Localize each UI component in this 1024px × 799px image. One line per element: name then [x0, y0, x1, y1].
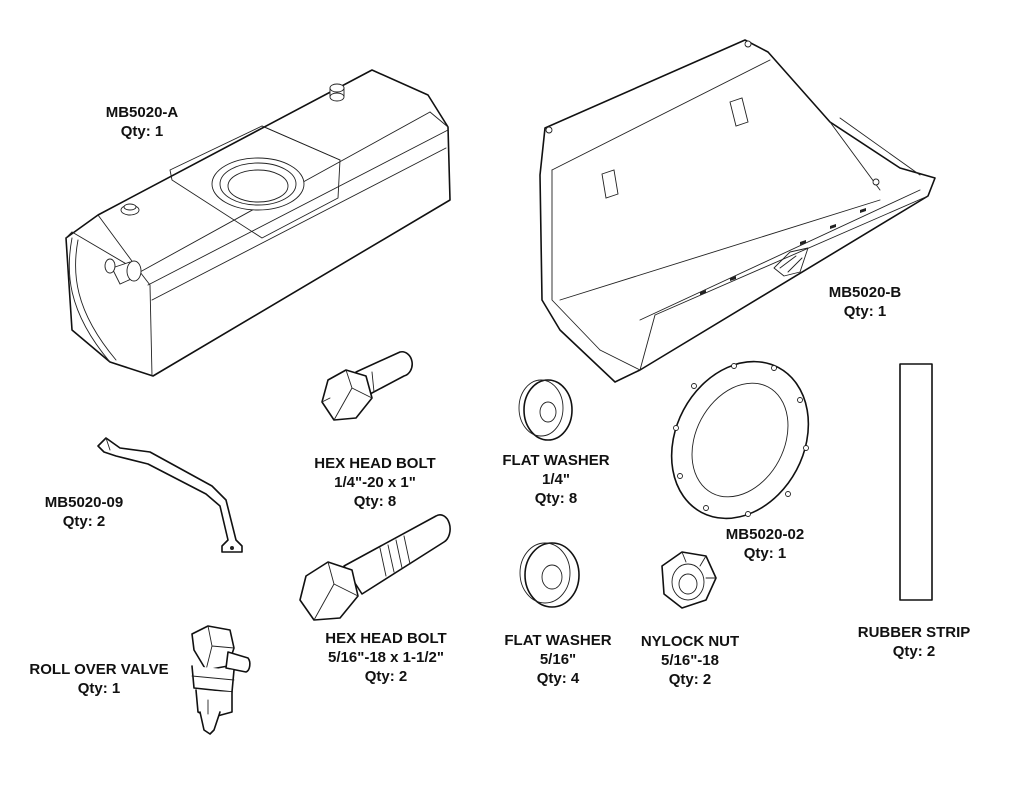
part-qty: Qty: 2 — [364, 668, 408, 685]
part-size: 5/16"-18 — [661, 652, 719, 669]
part-name: HEX HEAD BOLT — [325, 630, 447, 647]
part-name: FLAT WASHER — [504, 632, 612, 649]
part-name: HEX HEAD BOLT — [314, 455, 436, 472]
label-hex-bolt-1-4: HEX HEAD BOLT 1/4"-20 x 1" Qty: 8 — [295, 454, 455, 511]
skid-plate-icon — [539, 39, 936, 383]
part-number: MB5020-A — [105, 104, 179, 121]
gasket-ring-icon — [670, 360, 810, 520]
label-nylock-nut: NYLOCK NUT 5/16"-18 Qty: 2 — [628, 632, 752, 689]
roll-over-valve-icon — [191, 625, 251, 735]
bracket-icon — [97, 437, 243, 553]
label-rubber-strip: RUBBER STRIP Qty: 2 — [842, 623, 986, 661]
part-qty: Qty: 1 — [77, 680, 121, 697]
part-qty: Qty: 2 — [668, 671, 712, 688]
part-name: ROLL OVER VALVE — [29, 661, 169, 678]
label-hex-bolt-5-16: HEX HEAD BOLT 5/16"-18 x 1-1/2" Qty: 2 — [296, 629, 476, 686]
flat-washer-icon — [518, 379, 573, 441]
label-flat-washer-5-16: FLAT WASHER 5/16" Qty: 4 — [488, 631, 628, 688]
part-size: 5/16" — [539, 651, 577, 668]
flat-washer-icon — [519, 542, 580, 608]
nylock-nut-icon — [661, 551, 717, 609]
part-qty: Qty: 1 — [843, 303, 887, 320]
part-qty: Qty: 8 — [353, 493, 397, 510]
hex-bolt-icon — [299, 514, 451, 621]
part-qty: Qty: 8 — [534, 490, 578, 507]
part-qty: Qty: 1 — [743, 545, 787, 562]
part-size: 1/4" — [542, 471, 570, 488]
part-name: NYLOCK NUT — [640, 633, 740, 650]
label-roll-over-valve: ROLL OVER VALVE Qty: 1 — [14, 660, 184, 698]
part-size: 1/4"-20 x 1" — [334, 474, 416, 491]
rubber-strip-icon — [899, 363, 933, 601]
part-qty: Qty: 2 — [62, 513, 106, 530]
label-mb5020-09: MB5020-09 Qty: 2 — [24, 493, 144, 531]
label-mb5020-b: MB5020-B Qty: 1 — [810, 283, 920, 321]
part-number: MB5020-02 — [725, 526, 805, 543]
fuel-tank-icon — [65, 69, 451, 377]
part-qty: Qty: 1 — [120, 123, 164, 140]
part-number: MB5020-09 — [44, 494, 124, 511]
part-number: MB5020-B — [828, 284, 902, 301]
label-mb5020-a: MB5020-A Qty: 1 — [92, 103, 192, 141]
part-size: 5/16"-18 x 1-1/2" — [328, 649, 444, 666]
part-qty: Qty: 4 — [536, 670, 580, 687]
part-qty: Qty: 2 — [892, 643, 936, 660]
part-name: FLAT WASHER — [502, 452, 610, 469]
label-mb5020-02: MB5020-02 Qty: 1 — [708, 525, 822, 563]
label-flat-washer-1-4: FLAT WASHER 1/4" Qty: 8 — [486, 451, 626, 508]
part-name: RUBBER STRIP — [857, 624, 971, 641]
hex-bolt-icon — [321, 350, 413, 421]
